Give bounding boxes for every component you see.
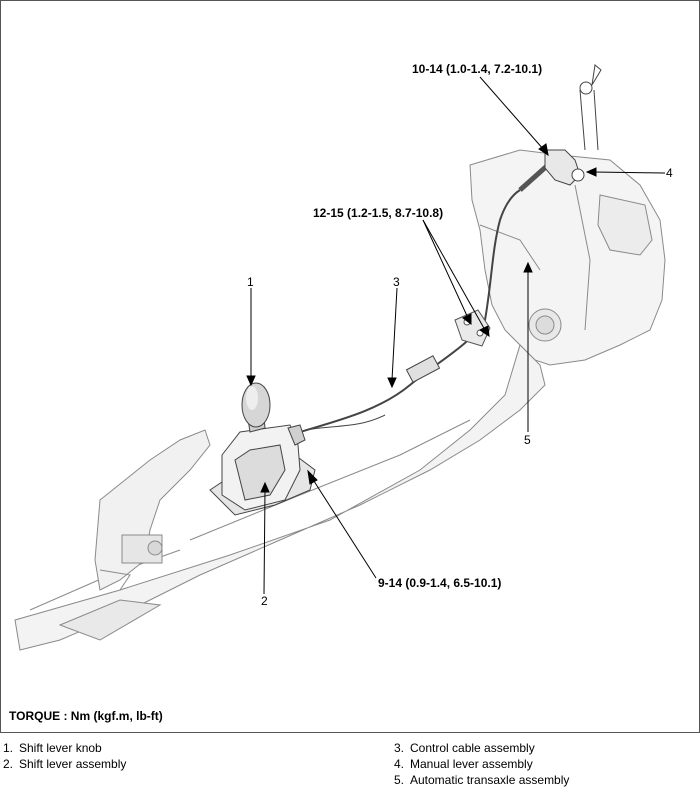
shift-lever-assembly [209, 382, 316, 516]
legend-label: Control cable assembly [410, 741, 535, 755]
legend-label: Shift lever assembly [19, 757, 127, 771]
legend-number: 5. [394, 773, 405, 787]
callout-numbers: 1 2 3 4 5 [247, 166, 673, 608]
legend-item-2: 2. Shift lever assembly [3, 757, 126, 771]
floor-tunnel [14, 344, 546, 651]
callout-3: 3 [393, 275, 400, 289]
legend-number: 3. [394, 741, 405, 755]
legend-number: 4. [394, 757, 405, 771]
legend-label: Shift lever knob [19, 741, 102, 755]
torque-unit-label: TORQUE : Nm (kgf.m, lb-ft) [9, 709, 163, 723]
left-bracket [94, 429, 211, 591]
leader-lines [246, 76, 666, 595]
torque-console-cable: 12-15 (1.2-1.5, 8.7-10.8) [313, 206, 443, 220]
legend-number: 1. [3, 741, 14, 755]
callout-4: 4 [666, 166, 673, 180]
manual-lever-assembly [544, 64, 602, 186]
callout-5: 5 [524, 433, 531, 447]
legend-item-3: 3. Control cable assembly [394, 741, 535, 755]
legend-label: Manual lever assembly [410, 757, 533, 771]
legend-item-1: 1. Shift lever knob [3, 741, 102, 755]
shift-cable-diagram: 1 2 3 4 5 10-14 (1.0-1.4, 7.2-10.1) 12-1… [14, 62, 673, 651]
legend-item-4: 4. Manual lever assembly [394, 757, 533, 771]
legend-label: Automatic transaxle assembly [410, 773, 570, 787]
legend-number: 2. [3, 757, 14, 771]
torque-lever-mount: 9-14 (0.9-1.4, 6.5-10.1) [378, 576, 501, 590]
torque-specs: 10-14 (1.0-1.4, 7.2-10.1) 12-15 (1.2-1.5… [313, 62, 542, 590]
torque-cable-bracket: 10-14 (1.0-1.4, 7.2-10.1) [412, 62, 542, 76]
transaxle-housing [469, 149, 666, 366]
callout-1: 1 [247, 275, 254, 289]
legend-item-5: 5. Automatic transaxle assembly [394, 773, 569, 787]
callout-2: 2 [261, 594, 268, 608]
